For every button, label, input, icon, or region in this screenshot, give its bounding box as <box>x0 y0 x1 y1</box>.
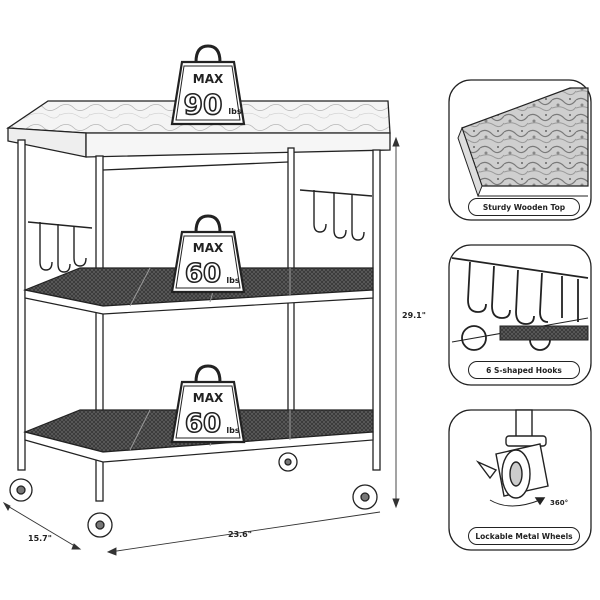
badge-middle-value: 60 <box>185 259 221 289</box>
wheel-front-left <box>9 478 33 502</box>
width-label: 23.6" <box>228 530 252 539</box>
wheel-front-right <box>87 512 113 538</box>
detail-wheel-image <box>475 409 549 507</box>
badge-middle-max: MAX <box>193 241 224 255</box>
detail-hooks-image <box>451 257 589 351</box>
right-hook-rail <box>299 189 373 241</box>
caption-hooks: 6 S-shaped Hooks <box>468 361 580 379</box>
badge-middle-unit: lbs <box>226 276 239 285</box>
dimension-lines <box>2 136 400 556</box>
left-hook-rail <box>27 221 93 273</box>
weight-badge-middle <box>170 214 246 294</box>
caption-wooden-top: Sturdy Wooden Top <box>468 198 580 216</box>
weight-badge-bottom <box>170 364 246 444</box>
badge-top-value: 90 <box>184 88 223 121</box>
badge-top-max: MAX <box>193 72 224 86</box>
depth-label: 15.7" <box>28 534 52 543</box>
caption-wheels: Lockable Metal Wheels <box>468 527 580 545</box>
badge-bottom-max: MAX <box>193 391 224 405</box>
rotation-label: 360° <box>550 499 568 507</box>
wheels <box>9 452 378 538</box>
height-label: 29.1" <box>402 311 426 320</box>
weight-badge-top <box>170 44 246 126</box>
detail-wooden-top-image <box>457 87 589 198</box>
badge-bottom-value: 60 <box>185 409 221 439</box>
badge-top-unit: lbs <box>228 107 241 116</box>
badge-bottom-unit: lbs <box>226 426 239 435</box>
wheel-back-right <box>352 484 378 510</box>
wheel-back-left <box>278 452 298 472</box>
